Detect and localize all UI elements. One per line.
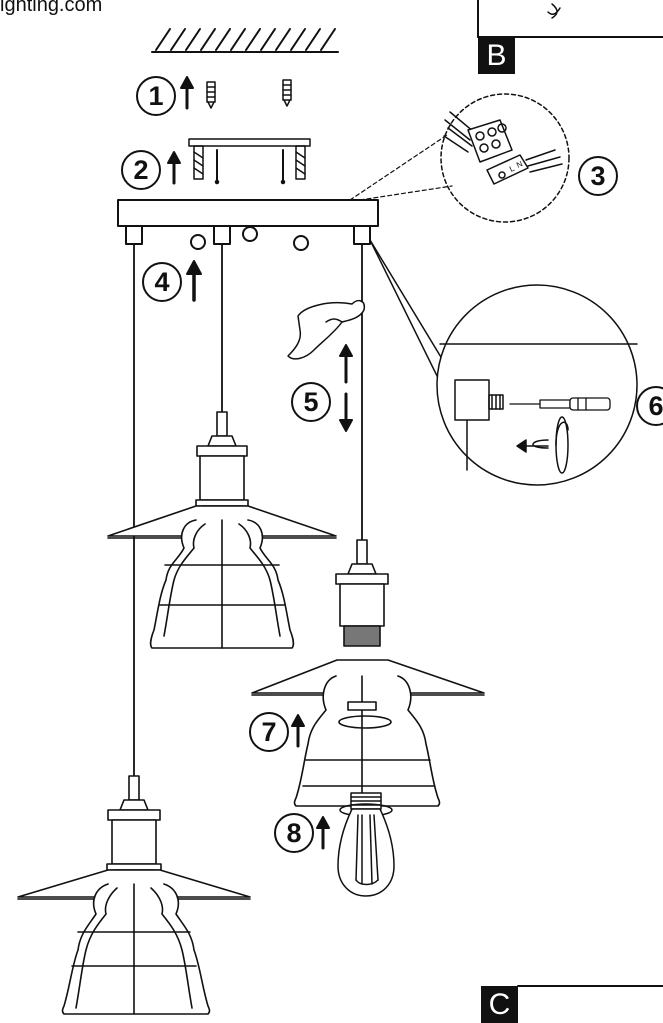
hand-adjusting-cord-icon [287,299,366,360]
step7-arrow-icon [291,714,305,748]
terminal-block-icon: L N [443,111,563,185]
set-screw-detail-zoom [369,239,638,486]
mounting-bracket-icon [188,138,311,185]
panel-b-frame [477,0,663,38]
step4-arrow-icon [186,260,202,302]
step-2-marker: 2 [121,150,161,190]
step2-arrow-icon [167,151,181,185]
step-3-marker: 3 [578,156,618,196]
step-6-marker: 6 [636,386,663,426]
pendant-b [251,539,485,807]
step-7-marker: 7 [249,712,289,752]
step-5-marker: 5 [291,382,331,422]
step-4-marker: 4 [142,262,182,302]
canopy [117,199,379,251]
pendant-c [17,775,251,1015]
panel-c-label: C [481,986,518,1023]
screwdriver-icon [509,397,611,411]
panel-b-label: B [478,37,515,74]
step5-updown-arrow-icon [339,344,353,432]
pendant-cords [133,243,363,777]
svg-text:N: N [515,159,524,170]
step-1-marker: 1 [136,76,176,116]
step8-arrow-icon [316,816,330,850]
brand-url-fragment: ighting.com [0,0,103,16]
pendant-a [107,411,337,649]
ceiling-hatch-icon [151,28,339,53]
edison-bulb-icon [337,792,395,897]
wiring-detail-zoom [349,93,570,223]
step1-arrow-icon [180,76,194,110]
step-8-marker: 8 [274,813,314,853]
wall-anchor-icon [206,79,292,109]
svg-text:L: L [508,164,516,174]
